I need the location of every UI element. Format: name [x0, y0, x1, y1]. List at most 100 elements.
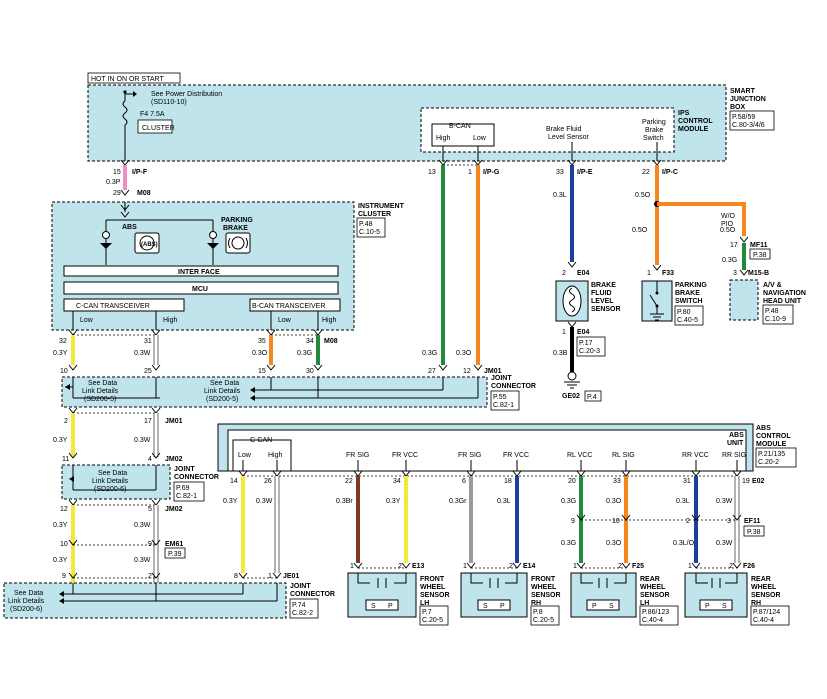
pin-e04-2: 2: [562, 270, 566, 277]
cluster-title-1: INSTRUMENT: [358, 203, 405, 210]
av-t1: A/V &: [763, 282, 782, 289]
pin-s25-1: 1: [573, 563, 577, 570]
jc1-title-1: JOINT: [491, 375, 512, 382]
ground-icon: [564, 381, 580, 389]
pin-25: 25: [144, 368, 152, 375]
conn-ipc: I/P-C: [662, 169, 678, 176]
jc2-ref-1: P.69: [176, 485, 190, 492]
ccan-transceiver-box: [63, 298, 185, 312]
abs-ref-1: P.21/135: [758, 451, 785, 458]
pin-s26-2: 2: [729, 563, 733, 570]
bf-t2: FLUID: [591, 290, 612, 297]
fr-t4: RH: [531, 600, 541, 607]
bf-ref-box: [576, 336, 606, 357]
pin-5: 5: [148, 506, 152, 513]
power-arrow-icon: [133, 91, 137, 97]
fr-t2: WHEEL: [531, 584, 557, 591]
pin-mf11-17: 17: [730, 242, 738, 249]
wire-03y-c: 0.3Y: [53, 522, 68, 529]
abs-low: Low: [238, 452, 252, 459]
wire-03o-b: 0.3O: [252, 350, 268, 357]
fr-ref-2: C.20-5: [533, 617, 554, 624]
pin-abs-34: 34: [393, 478, 401, 485]
pin-ef-10: 10: [612, 518, 620, 525]
ips-title-1: IPS: [678, 110, 690, 117]
ps-t2: BRAKE: [675, 290, 700, 297]
conn-f33: F33: [662, 270, 674, 277]
pin-15b: 15: [258, 368, 266, 375]
conn-chevron-mf11: [739, 236, 749, 243]
rr-t3: SENSOR: [751, 592, 781, 599]
wire-05o-a: 0.5O: [635, 192, 651, 199]
abs-unit-inner: [227, 429, 747, 472]
wire-03g-e: 0.3G: [561, 498, 576, 505]
see-power: See Power Distribution: [151, 91, 222, 98]
ps-ground-icon: [650, 313, 664, 321]
wire-orange-to-av: [657, 202, 746, 236]
jc2-ref-box: [173, 481, 205, 502]
rr-capacitor-icon: [695, 573, 738, 588]
pin-ef-2: 2: [686, 518, 690, 525]
abs-t2: CONTROL: [756, 433, 791, 440]
jc2-see-3: (SD200-6): [94, 486, 126, 493]
je01-left-chevrons: [68, 572, 161, 579]
conn-ipf: I/P-F: [132, 169, 148, 176]
ps-t1: PARKING: [675, 282, 707, 289]
jc2-arrow-icon: [69, 476, 74, 482]
conn-ipg: I/P-G: [483, 169, 500, 176]
jc1-see-3: (SD200-5): [84, 396, 116, 403]
pin-31: 31: [144, 338, 152, 345]
av-head-unit-box: [729, 279, 759, 321]
pin-abs-20: 20: [568, 478, 576, 485]
rr-ref-2: C.40-4: [753, 617, 774, 624]
jc3-title-2: CONNECTOR: [290, 591, 335, 598]
cluster-mcu: MCU: [192, 286, 208, 293]
pin-29: 29: [113, 190, 121, 197]
cluster-ref-1: P.48: [359, 221, 373, 228]
wire-03o-c: 0.3O: [456, 350, 472, 357]
wire-03y-d: 0.3Y: [53, 557, 68, 564]
fr-sp-box: [477, 599, 511, 611]
pin-32: 32: [59, 338, 67, 345]
jm02-chevrons: [68, 452, 161, 459]
pin-s25-2: 2: [618, 563, 622, 570]
pin-2b: 2: [148, 573, 152, 580]
pin-m15b-3: 3: [733, 270, 737, 277]
cluster-high2: High: [322, 317, 337, 324]
wire-03w-e: 0.3W: [256, 498, 273, 505]
abs-rr-vcc: RR VCC: [682, 452, 709, 459]
fl-sp-box: [365, 599, 399, 611]
wire-03gr: 0.3Gr: [449, 498, 467, 505]
pin-11: 11: [62, 456, 69, 463]
fr-ref-box: [530, 605, 560, 626]
jc1-title-2: CONNECTOR: [491, 383, 536, 390]
abs-fr-sig2: FR SIG: [458, 452, 481, 459]
abs-t1: ABS: [756, 425, 771, 432]
jc3-see-1: See Data: [14, 590, 43, 597]
ips-high: High: [436, 135, 451, 142]
abs-high: High: [268, 452, 283, 459]
em61-chevrons: [68, 539, 161, 546]
e04b-chevron: [567, 321, 577, 328]
abs-ref-box: [755, 447, 797, 468]
fr-t1: FRONT: [531, 576, 556, 583]
jc1-see-2: Link Details: [82, 388, 119, 395]
pin-17: 17: [144, 418, 152, 425]
abs-ref-2: C.20-2: [758, 459, 779, 466]
conn-f25: F25: [632, 563, 644, 570]
pin-s13-2: 2: [398, 563, 402, 570]
mf11-ref-box: [749, 248, 771, 260]
em61-ref: P.39: [168, 551, 182, 558]
pin-ef-9: 9: [571, 518, 575, 525]
jc1-ref-2: C.82-1: [493, 402, 514, 409]
abs-t3: MODULE: [756, 441, 787, 448]
abs-rl-sig: RL SIG: [612, 452, 635, 459]
av-t2: NAVIGATION: [763, 290, 806, 297]
ips-bf-2: Level Sensor: [548, 134, 590, 141]
bf-t3: LEVEL: [591, 298, 614, 305]
conn-chevron-m15b: [739, 269, 749, 276]
av-ref-2: C.10-9: [765, 316, 786, 323]
pin-je-8: 8: [234, 573, 238, 580]
je01-right-chevrons: [238, 572, 282, 579]
wire-03w-g: 0.3W: [716, 540, 733, 547]
